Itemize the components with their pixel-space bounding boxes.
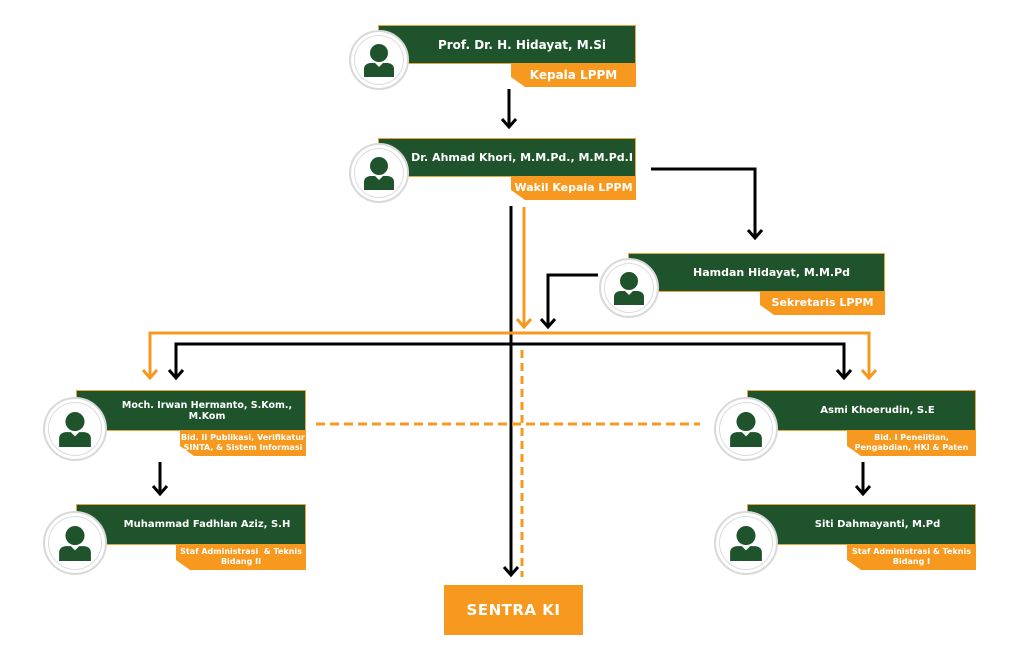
name-bar: Prof. Dr. H. Hidayat, M.Si: [378, 25, 636, 64]
person-name: Dr. Ahmad Khori, M.M.Pd., M.M.Pd.I: [411, 151, 633, 164]
sentra-ki-label: SENTRA KI: [466, 601, 561, 619]
role-tab: Bid. II Publikasi, Verifikatur SINTA, & …: [180, 430, 306, 456]
person-icon: [364, 157, 394, 190]
person-icon: [730, 526, 762, 561]
avatar: [599, 258, 659, 318]
role-label-line2: Pengabdian, HKI & Paten: [854, 443, 969, 452]
role-label-line1: Staf Administrasi & Teknis: [851, 547, 971, 557]
role-label: Wakil Kepala LPPM: [514, 181, 633, 195]
person-icon: [59, 526, 91, 561]
name-bar: Dr. Ahmad Khori, M.M.Pd., M.M.Pd.I: [378, 138, 636, 177]
role-label: Sekretaris LPPM: [771, 296, 874, 310]
role-tab: Staf Administrasi & Teknis Bidang I: [847, 544, 976, 570]
person-icon: [730, 412, 762, 447]
person-name: Asmi Khoerudin, S.E: [820, 405, 935, 416]
person-name: Siti Dahmayanti, M.Pd: [814, 519, 941, 530]
role-label-line2: Bidang I: [892, 557, 931, 566]
avatar: [349, 30, 409, 90]
person-name: Hamdan Hidayat, M.M.Pd: [692, 266, 851, 279]
role-label-line1: Bid. II Publikasi, Verifikatur: [181, 433, 305, 443]
role-tab: Bid. I Penelitian, Pengabdian, HKI & Pat…: [847, 430, 976, 456]
arrow-kepala-to-wakil: [500, 89, 518, 130]
avatar: [714, 397, 778, 461]
person-name: Muhammad Fadhlan Aziz, S.H: [123, 519, 291, 530]
avatar: [43, 397, 107, 461]
role-label-line2: SINTA, & Sistem Informasi: [183, 443, 303, 452]
role-label: Kepala LPPM: [529, 67, 618, 82]
avatar: [349, 143, 409, 203]
arrow-wakil-to-sekretaris: [651, 167, 764, 241]
person-icon: [59, 412, 91, 447]
name-bar: Muhammad Fadhlan Aziz, S.H: [76, 504, 306, 545]
role-tab: Staf Administrasi & Teknis Bidang II: [176, 544, 306, 570]
orange-branch-line: [141, 331, 878, 381]
avatar: [714, 511, 778, 575]
role-label-line1: Staf Administrasi & Teknis: [180, 547, 302, 557]
role-tab: Kepala LPPM: [511, 63, 636, 87]
person-icon: [364, 44, 394, 77]
name-bar: Hamdan Hidayat, M.M.Pd: [628, 253, 885, 292]
role-tab: Wakil Kepala LPPM: [511, 176, 636, 200]
arrow-sekretaris-down: [539, 273, 598, 330]
sentra-ki-box: SENTRA KI: [444, 585, 583, 635]
person-name: Prof. Dr. H. Hidayat, M.Si: [437, 37, 607, 52]
orange-arrow-wakil: [515, 207, 533, 330]
role-label-line1: Bid. I Penelitian,: [874, 433, 949, 443]
name-bar: Siti Dahmayanti, M.Pd: [747, 504, 976, 545]
arrow-bid1-to-staf1: [854, 462, 872, 497]
black-branch-line: [167, 342, 853, 381]
line-wakil-to-sentra: [502, 206, 520, 578]
arrow-bid2-to-staf2: [151, 462, 169, 497]
role-tab: Sekretaris LPPM: [760, 291, 885, 315]
person-name: Moch. Irwan Hermanto, S.Kom., M.Kom: [121, 399, 293, 422]
name-bar: Asmi Khoerudin, S.E: [747, 390, 976, 431]
person-icon: [614, 272, 644, 305]
avatar: [43, 511, 107, 575]
name-bar: Moch. Irwan Hermanto, S.Kom., M.Kom: [76, 390, 306, 431]
role-label-line2: Bidang II: [220, 557, 262, 566]
